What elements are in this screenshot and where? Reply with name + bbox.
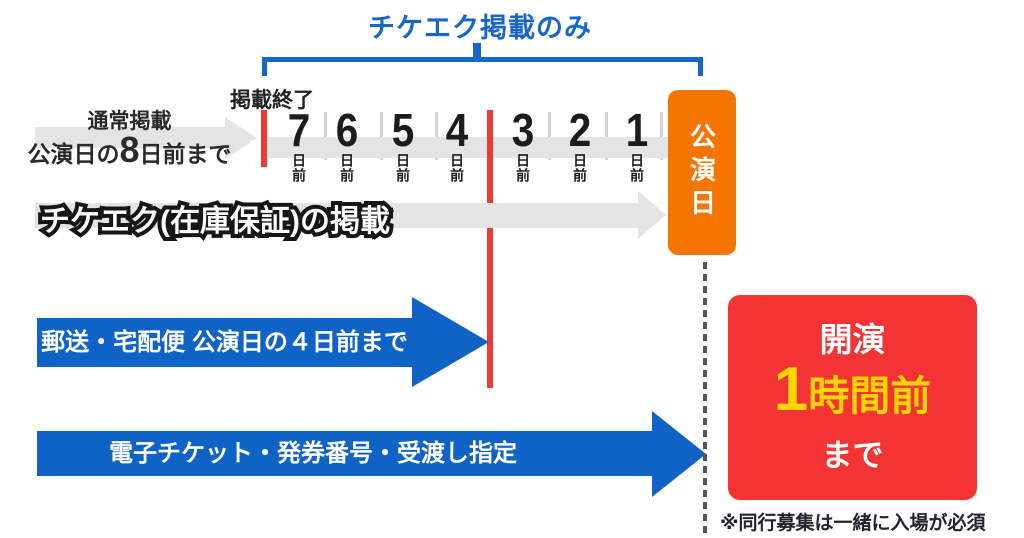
mail-deadline-arrow-head: [412, 297, 489, 387]
bracket-line: [262, 57, 703, 62]
timeline-tick: [548, 112, 551, 160]
bracket-right-tick: [698, 57, 703, 76]
normal-listing-arrow-head: [225, 117, 257, 159]
normal-listing-text: 通常掲載 公演日の8日前まで: [22, 110, 237, 170]
listing-end-label: 掲載終了: [230, 89, 314, 112]
day-1: 1 日前: [625, 104, 649, 183]
big-one: 1: [773, 354, 809, 424]
guarantee-arrow-head: [638, 191, 666, 239]
day-unit: 日前: [629, 153, 645, 183]
footnote: ※同行募集は一緒に入場が必須: [720, 513, 986, 534]
day-unit: 日前: [515, 153, 531, 183]
timeline-tick: [660, 112, 663, 160]
listing-end-line: [261, 110, 267, 167]
deadline-line3: まで: [821, 437, 884, 473]
mail-deadline-arrow: 郵送・宅配便 公演日の４日前まで: [37, 318, 412, 367]
day-unit: 日前: [291, 153, 307, 183]
normal-listing-arrow-bar: [35, 127, 225, 148]
timeline-bar: [268, 137, 668, 158]
event-day-dashed-line: [703, 262, 707, 538]
deadline-line1: 開演: [819, 320, 886, 358]
day-3: 3 日前: [511, 104, 535, 183]
guarantee-arrow-bar: [35, 203, 638, 228]
big-eight: 8: [119, 129, 140, 170]
day-6: 6 日前: [335, 104, 359, 183]
timeline-tick: [435, 112, 438, 160]
day-4: 4 日前: [445, 104, 469, 183]
event-day-label: 公演日: [686, 123, 717, 222]
digital-deadline-arrow: 電子チケット・発券番号・受渡し指定: [37, 431, 652, 476]
day-unit: 日前: [395, 153, 411, 183]
digital-deadline-arrow-head: [652, 411, 706, 497]
bracket-center-stem: [473, 43, 481, 61]
timeline-tick: [324, 112, 327, 160]
deadline-line2: 1時間前: [773, 354, 932, 424]
timeline-tick: [380, 112, 383, 160]
timeline-tick: [605, 112, 608, 160]
bracket-left-tick: [262, 57, 267, 76]
day-unit: 日前: [572, 153, 588, 183]
day-7: 7 日前: [287, 104, 311, 183]
day-2: 2 日前: [568, 104, 592, 183]
day-unit: 日前: [449, 153, 465, 183]
normal-listing-line1: 通常掲載: [87, 110, 172, 133]
bracket-label: チケエク掲載のみ: [368, 13, 592, 43]
four-days-cutoff-line: [487, 110, 493, 388]
event-day-box: 公演日: [668, 90, 736, 255]
day-5: 5 日前: [391, 104, 415, 183]
normal-listing-line2: 公演日の8日前まで: [27, 129, 232, 170]
deadline-box: 開演 1時間前 まで: [728, 295, 977, 500]
day-unit: 日前: [339, 153, 355, 183]
